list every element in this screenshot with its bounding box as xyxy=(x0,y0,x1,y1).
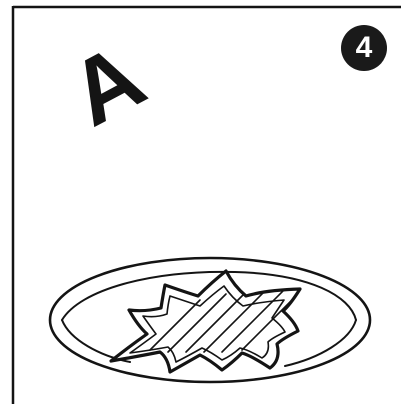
plate-illustration xyxy=(50,258,370,382)
letter-a-text: A xyxy=(64,42,160,142)
letter-a-mark: A xyxy=(64,42,184,142)
step-number-badge: 4 xyxy=(341,25,387,71)
spiky-blob-outline xyxy=(111,271,300,372)
